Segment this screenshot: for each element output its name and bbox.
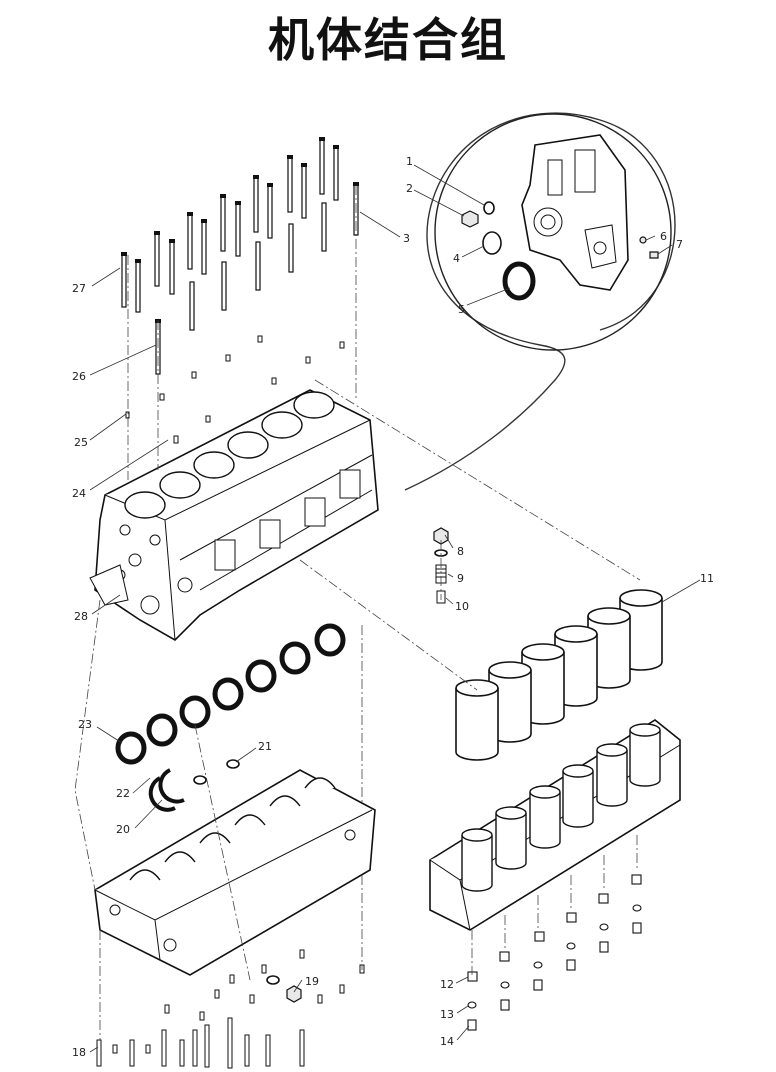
oil-seal-5 bbox=[502, 261, 536, 301]
callout-2: 2 bbox=[406, 182, 413, 195]
callout-8: 8 bbox=[457, 545, 464, 558]
callout-14: 14 bbox=[440, 1035, 454, 1048]
callout-12: 12 bbox=[440, 978, 454, 991]
cylinder-liners bbox=[455, 589, 663, 761]
lower-crankcase bbox=[94, 769, 376, 1003]
callout-18: 18 bbox=[72, 1046, 86, 1059]
thrust-washers bbox=[148, 759, 240, 812]
callout-13: 13 bbox=[440, 1008, 454, 1021]
upper-cylinder-block bbox=[89, 389, 379, 641]
callout-10: 10 bbox=[455, 600, 469, 613]
callout-5: 5 bbox=[458, 303, 465, 316]
callout-22: 22 bbox=[116, 787, 130, 800]
callout-21: 21 bbox=[258, 740, 272, 753]
detail-magnifier bbox=[404, 112, 676, 491]
callout-26: 26 bbox=[72, 370, 86, 383]
callout-1: 1 bbox=[406, 155, 413, 168]
o-ring-1 bbox=[483, 201, 495, 215]
seal-ring-4 bbox=[482, 231, 502, 255]
main-bearing-shells bbox=[115, 623, 346, 765]
callout-27: 27 bbox=[72, 282, 86, 295]
timing-housing bbox=[521, 134, 629, 291]
lower-block-assembly bbox=[429, 719, 681, 1031]
callout-3: 3 bbox=[403, 232, 410, 245]
leader-lines bbox=[89, 164, 701, 1053]
callout-9: 9 bbox=[457, 572, 464, 585]
plug-2 bbox=[461, 210, 479, 228]
callout-19: 19 bbox=[305, 975, 319, 988]
assembly-lines bbox=[74, 185, 641, 1040]
screw-7 bbox=[649, 251, 659, 259]
callout-20: 20 bbox=[116, 823, 130, 836]
callout-7: 7 bbox=[676, 238, 683, 251]
callout-11: 11 bbox=[700, 572, 714, 585]
callout-6: 6 bbox=[660, 230, 667, 243]
callout-24: 24 bbox=[72, 487, 86, 500]
callout-4: 4 bbox=[453, 252, 460, 265]
page-title: 机体结合组 bbox=[268, 13, 508, 67]
lower-bolts bbox=[96, 949, 365, 1069]
pin-6 bbox=[639, 236, 647, 244]
callout-28: 28 bbox=[74, 610, 88, 623]
callout-25: 25 bbox=[74, 436, 88, 449]
callout-labels: 1 2 3 4 5 6 7 8 9 10 11 12 13 14 18 19 2… bbox=[72, 155, 714, 1059]
callout-23: 23 bbox=[78, 718, 92, 731]
